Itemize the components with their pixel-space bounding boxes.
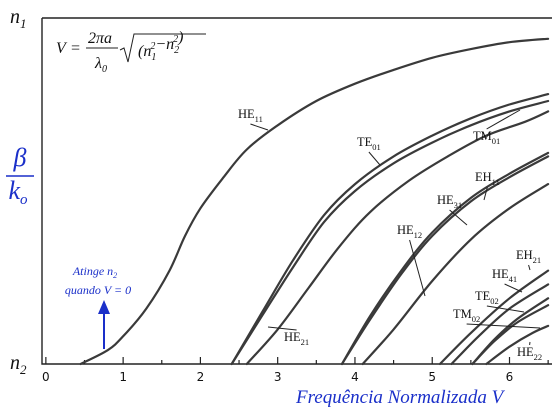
- y-axis-label: β ko: [6, 143, 34, 208]
- x-ticks: 0 1 2 3 4 5 6: [42, 357, 549, 384]
- mode-label-eh11: EH11: [475, 170, 500, 187]
- curve-tm02: [471, 304, 550, 366]
- axes-frame: [41, 17, 552, 365]
- curve-he12: [361, 183, 550, 366]
- curve-he21: [245, 110, 550, 366]
- leader-he11: [250, 123, 269, 131]
- leader-te02: [486, 305, 525, 313]
- formula-sqrt-sign: [119, 33, 206, 63]
- mode-label-he22: HE22: [517, 345, 542, 362]
- formula-equals: =: [70, 40, 81, 57]
- x-axis-label: Frequência Normalizada V: [295, 387, 506, 408]
- plot-frame: [41, 17, 552, 365]
- leader-he12: [409, 239, 426, 297]
- leader-eh11: [483, 186, 488, 201]
- curve-he41: [450, 283, 550, 366]
- annotation-cutoff: Atinge n2 quando V = 0: [65, 264, 131, 349]
- x-tick-label: 2: [197, 370, 205, 384]
- mode-label-he31: HE31: [437, 193, 462, 210]
- curve-eh11: [340, 151, 550, 366]
- leader-tm02: [466, 323, 541, 329]
- y-axis-label-numerator: β: [13, 143, 27, 172]
- y-tick-labels: n1 n2: [10, 6, 27, 377]
- mode-label-tm01: TM01: [473, 129, 500, 146]
- leader-tm01: [486, 109, 521, 130]
- leader-he31: [449, 209, 468, 226]
- annotation-arrow-head: [98, 300, 110, 314]
- mode-label-tm02: TM02: [453, 307, 480, 324]
- mode-label-eh21: EH21: [516, 248, 541, 265]
- x-tick-label: 1: [119, 370, 127, 384]
- leader-eh21: [528, 264, 531, 271]
- x-tick-label: 4: [351, 370, 359, 384]
- x-tick-label: 6: [506, 370, 514, 384]
- curve-he11: [79, 37, 550, 366]
- mode-label-he11: HE11: [238, 107, 263, 124]
- annotation-line-2: quando V = 0: [65, 283, 131, 297]
- curve-tm01: [230, 93, 550, 366]
- curve-eh21: [438, 269, 550, 366]
- mode-label-he12: HE12: [397, 223, 422, 240]
- leader-te01: [368, 151, 381, 166]
- leader-he21: [267, 326, 297, 331]
- ytick-label-n1: n1: [10, 6, 27, 31]
- x-tick-label: 5: [428, 370, 436, 384]
- formula-V: V = 2πa λ0 (n12−n22): [56, 29, 206, 75]
- leader-he41: [504, 283, 523, 293]
- ytick-label-n2: n2: [10, 352, 27, 377]
- curve-te01: [230, 99, 550, 366]
- mode-label-he21: HE21: [284, 330, 309, 347]
- curve-he31: [340, 155, 550, 366]
- mode-label-he41: HE41: [492, 267, 517, 284]
- x-tick-label: 0: [42, 370, 50, 384]
- mode-label-te02: TE02: [475, 289, 499, 306]
- formula-numerator: 2πa: [88, 30, 112, 47]
- x-tick-label: 3: [274, 370, 282, 384]
- y-axis-label-denominator: ko: [8, 176, 28, 208]
- formula-denominator: λ0: [94, 55, 107, 75]
- mode-label-te01: TE01: [357, 135, 381, 152]
- mode-curves: [79, 37, 550, 366]
- annotation-line-1: Atinge n2: [72, 264, 117, 280]
- formula-lhs: V: [56, 40, 68, 57]
- curve-he22: [485, 324, 550, 366]
